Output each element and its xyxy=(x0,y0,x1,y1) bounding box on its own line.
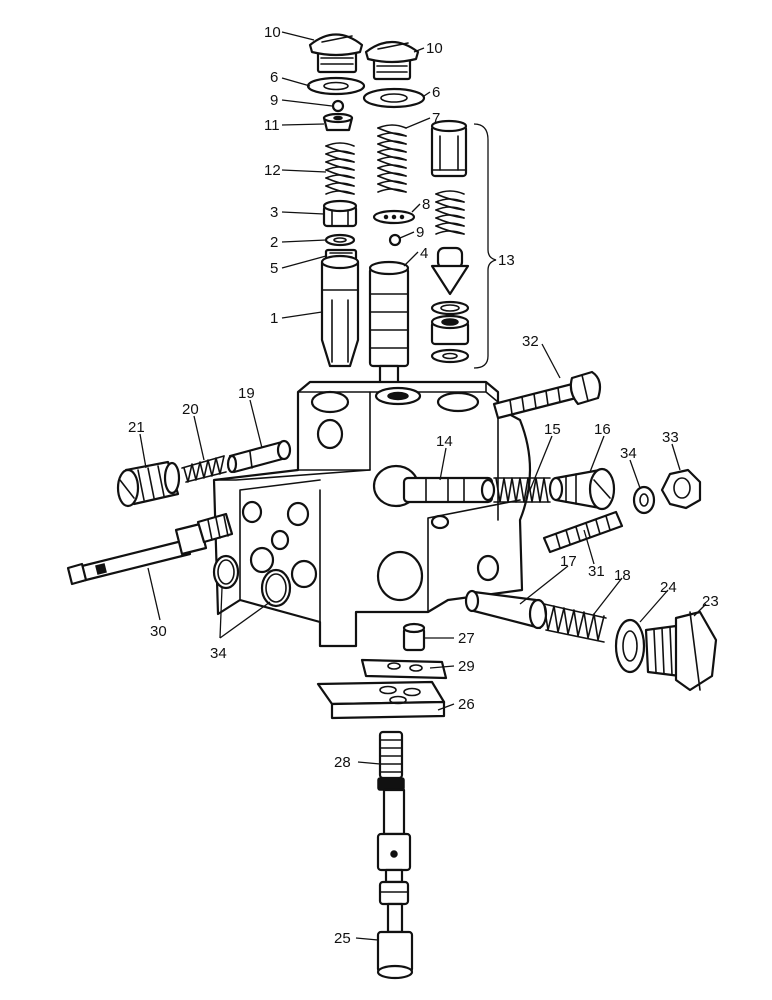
washer-20 xyxy=(614,618,646,674)
pin-26 xyxy=(402,622,426,652)
plug-24 xyxy=(116,460,181,508)
plug-19 xyxy=(644,610,718,692)
pin-22 xyxy=(226,439,292,474)
rod-29 xyxy=(66,512,234,586)
callout-9-mid: 9 xyxy=(416,224,424,241)
spring-13 xyxy=(435,190,465,235)
o-rings-34 xyxy=(212,554,292,608)
callout-13: 13 xyxy=(498,252,515,269)
callout-25: 26 xyxy=(458,696,475,713)
sleeve-13 xyxy=(430,314,470,346)
plate-25 xyxy=(316,680,446,720)
callout-10-left: 10 xyxy=(264,24,281,41)
seat-11 xyxy=(322,112,354,132)
plunger-17 xyxy=(464,589,548,630)
washer-2 xyxy=(324,233,356,247)
seal-13-lower xyxy=(430,348,470,364)
callout-6-right: 6 xyxy=(432,84,440,101)
callout-23: 20 xyxy=(182,401,199,418)
nut-3 xyxy=(322,199,358,228)
callout-5: 5 xyxy=(270,260,278,277)
poppet-13 xyxy=(430,246,470,296)
callout-24: 21 xyxy=(128,419,145,436)
bolt-30 xyxy=(492,370,602,420)
callouts: 10 10 6 6 9 11 7 12 3 8 2 9 5 4 13 1 32 … xyxy=(128,24,719,947)
callout-11: 11 xyxy=(264,117,280,134)
valve-body xyxy=(212,380,532,648)
callout-26: 27 xyxy=(458,630,475,647)
seal-13-upper xyxy=(430,300,470,316)
washer-33 xyxy=(632,485,656,515)
callout-6-left: 6 xyxy=(270,69,278,86)
plug-16 xyxy=(548,467,616,511)
callout-27: 28 xyxy=(334,754,351,771)
callout-21: 25 xyxy=(334,930,351,947)
callout-15: 15 xyxy=(544,421,561,438)
nut-32 xyxy=(660,468,702,510)
callout-30: 32 xyxy=(522,333,539,350)
bracket-13 xyxy=(473,123,497,369)
spring-15 xyxy=(493,477,551,503)
callout-16: 16 xyxy=(594,421,611,438)
callout-32: 33 xyxy=(662,429,679,446)
washer-6-right xyxy=(362,87,426,109)
washer-6-left xyxy=(306,76,366,96)
spool-4 xyxy=(368,260,410,394)
spring-12 xyxy=(325,142,355,195)
callout-9-top: 9 xyxy=(270,92,278,109)
callout-14: 14 xyxy=(436,433,453,450)
callout-33: 34 xyxy=(620,445,637,462)
ball-9-mid xyxy=(388,233,402,247)
callout-18: 18 xyxy=(614,567,631,584)
plug-10-left xyxy=(308,33,364,74)
callout-28: 29 xyxy=(458,658,475,675)
callout-31: 31 xyxy=(588,563,605,580)
spool-14 xyxy=(402,476,496,504)
spring-7 xyxy=(377,124,407,193)
screw-27 xyxy=(377,730,405,791)
callout-12: 12 xyxy=(264,162,281,179)
disc-8 xyxy=(372,209,416,225)
sleeve-1 xyxy=(320,254,360,368)
ball-9-top xyxy=(331,99,345,113)
spool-21 xyxy=(376,788,414,980)
callout-3: 3 xyxy=(270,204,278,221)
callout-2: 2 xyxy=(270,234,278,251)
stud-31 xyxy=(542,510,624,554)
callout-4: 4 xyxy=(420,245,428,262)
callout-19: 23 xyxy=(702,593,719,610)
callout-22: 19 xyxy=(238,385,255,402)
leader-lines xyxy=(139,31,707,941)
callout-29: 30 xyxy=(150,623,167,640)
callout-20: 24 xyxy=(660,579,677,596)
callout-8: 8 xyxy=(422,196,430,213)
callout-34: 34 xyxy=(210,645,227,662)
callout-1: 1 xyxy=(270,310,278,327)
spring-23 xyxy=(181,455,227,483)
callout-17: 17 xyxy=(560,553,577,570)
callout-10-right: 10 xyxy=(426,40,443,57)
gasket-28 xyxy=(360,658,448,680)
plug-10-right xyxy=(364,40,420,81)
cap-13 xyxy=(430,119,468,178)
callout-7: 7 xyxy=(432,110,440,127)
